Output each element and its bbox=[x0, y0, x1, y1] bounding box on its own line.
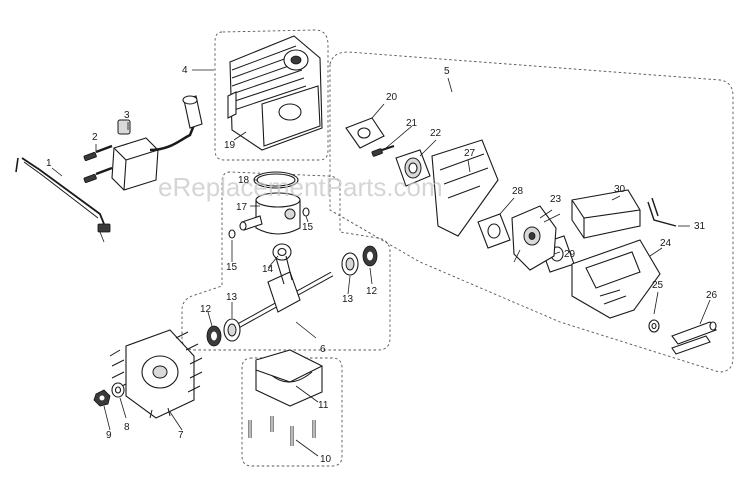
crankshaft-part bbox=[236, 243, 334, 329]
callout-20: 20 bbox=[386, 92, 398, 103]
washer-part bbox=[648, 319, 660, 333]
callout-31: 31 bbox=[694, 221, 706, 232]
carburetor-gasket-part bbox=[477, 213, 511, 249]
watermark-text: eReplacementParts.com bbox=[158, 172, 443, 202]
callout-10: 10 bbox=[320, 454, 332, 465]
callout-13-left: 13 bbox=[226, 292, 238, 303]
heat-shield-part bbox=[431, 139, 499, 237]
callout-24: 24 bbox=[660, 238, 672, 249]
piston-pin-part bbox=[239, 215, 263, 231]
piston-part bbox=[255, 192, 301, 235]
carburetor-part bbox=[511, 205, 561, 271]
callout-12-left: 12 bbox=[200, 304, 212, 315]
flywheel-part bbox=[109, 329, 203, 419]
group-outline-intake bbox=[329, 51, 734, 373]
sleeve-part bbox=[671, 321, 717, 355]
bearing-part bbox=[223, 252, 359, 342]
wire-clip-part bbox=[647, 197, 677, 227]
callout-3: 3 bbox=[124, 110, 130, 121]
ignition-coil-part bbox=[111, 95, 203, 191]
callout-12-right: 12 bbox=[366, 286, 378, 297]
intake-gasket-part bbox=[345, 117, 385, 149]
air-filter-part bbox=[571, 189, 641, 239]
callout-11: 11 bbox=[318, 400, 329, 411]
callout-22: 22 bbox=[430, 128, 442, 139]
leader-lines bbox=[51, 69, 711, 457]
group-outline-cylinder bbox=[214, 29, 329, 161]
callout-18: 18 bbox=[238, 175, 250, 186]
callout-19: 19 bbox=[224, 140, 236, 151]
callout-4: 4 bbox=[182, 65, 188, 76]
screw-part bbox=[83, 144, 113, 183]
callout-1: 1 bbox=[46, 158, 52, 169]
callout-30: 30 bbox=[614, 184, 626, 195]
wire-harness-part bbox=[15, 157, 111, 243]
air-filter-housing-part bbox=[571, 239, 661, 319]
intake-manifold-part bbox=[395, 149, 431, 187]
callout-7: 7 bbox=[178, 430, 184, 441]
callout-13-right: 13 bbox=[342, 294, 354, 305]
callout-21: 21 bbox=[406, 118, 418, 129]
callout-5: 5 bbox=[444, 66, 450, 77]
nut-part bbox=[93, 389, 111, 407]
callout-15-right: 15 bbox=[302, 222, 314, 233]
callout-25: 25 bbox=[652, 280, 664, 291]
callout-14: 14 bbox=[262, 264, 274, 275]
callout-26: 26 bbox=[706, 290, 718, 301]
stud-bolt-part bbox=[248, 416, 316, 446]
callout-27: 27 bbox=[464, 148, 476, 159]
screw-part bbox=[371, 145, 395, 157]
callout-17: 17 bbox=[236, 202, 248, 213]
callout-15-left: 15 bbox=[226, 262, 238, 273]
washer-part bbox=[111, 382, 125, 398]
oil-seal-part bbox=[206, 245, 378, 347]
callout-6: 6 bbox=[320, 344, 326, 355]
piston-ring-part bbox=[253, 171, 299, 189]
callout-2: 2 bbox=[92, 132, 98, 143]
callout-29: 29 bbox=[564, 249, 576, 260]
callout-23: 23 bbox=[550, 194, 562, 205]
callout-28: 28 bbox=[512, 186, 524, 197]
callout-8: 8 bbox=[124, 422, 130, 433]
group-outline-crankcase bbox=[241, 357, 343, 467]
crankcase-part bbox=[255, 349, 323, 407]
callout-9: 9 bbox=[106, 430, 112, 441]
cylinder-part bbox=[227, 35, 323, 151]
